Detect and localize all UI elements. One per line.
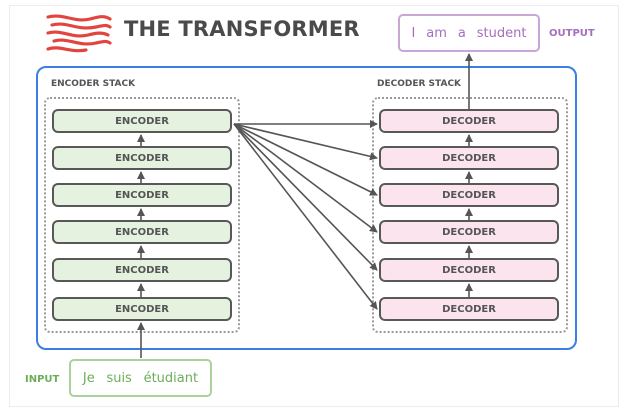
- output-word: a: [457, 25, 466, 41]
- encoder-layer-6: ENCODER: [52, 109, 232, 133]
- transformer-flame-logo-icon: [46, 14, 112, 53]
- encoder-to-decoder-arrow: [233, 123, 378, 310]
- input-word: étudiant: [143, 370, 199, 386]
- page-title: THE TRANSFORMER: [124, 17, 360, 41]
- diagram-frame: [9, 5, 619, 407]
- decoder-layer-2: DECODER: [379, 258, 559, 282]
- encoder-layer-2: ENCODER: [52, 258, 232, 282]
- encoder-layer-5: ENCODER: [52, 146, 232, 170]
- encoder-to-decoder-arrow: [233, 123, 378, 271]
- input-word: suis: [106, 370, 132, 386]
- decoder-stack-label: DECODER STACK: [377, 79, 462, 89]
- decoder-layer-6: DECODER: [379, 109, 559, 133]
- transformer-container: [36, 66, 577, 350]
- encoder-stack: [44, 97, 240, 333]
- decoder-layer-4: DECODER: [379, 183, 559, 207]
- encoder-to-decoder-arrow: [233, 123, 378, 233]
- input-sentence-box: Je suis étudiant: [69, 359, 212, 397]
- output-label: OUTPUT: [549, 28, 595, 39]
- output-word: I: [411, 25, 416, 41]
- output-word: student: [476, 25, 527, 41]
- decoder-stack: [372, 97, 568, 333]
- encoder-to-decoder-arrow: [233, 123, 378, 196]
- encoder-layer-4: ENCODER: [52, 183, 232, 207]
- encoder-to-decoder-arrow: [233, 123, 378, 161]
- encoder-stack-label: ENCODER STACK: [51, 79, 136, 89]
- input-word: Je: [82, 370, 95, 386]
- encoder-layer-3: ENCODER: [52, 220, 232, 244]
- input-label: INPUT: [25, 374, 60, 385]
- decoder-layer-5: DECODER: [379, 146, 559, 170]
- decoder-layer-1: DECODER: [379, 297, 559, 321]
- output-sentence-box: I am a student: [398, 14, 540, 52]
- encoder-layer-1: ENCODER: [52, 297, 232, 321]
- decoder-layer-3: DECODER: [379, 220, 559, 244]
- output-word: am: [426, 25, 447, 41]
